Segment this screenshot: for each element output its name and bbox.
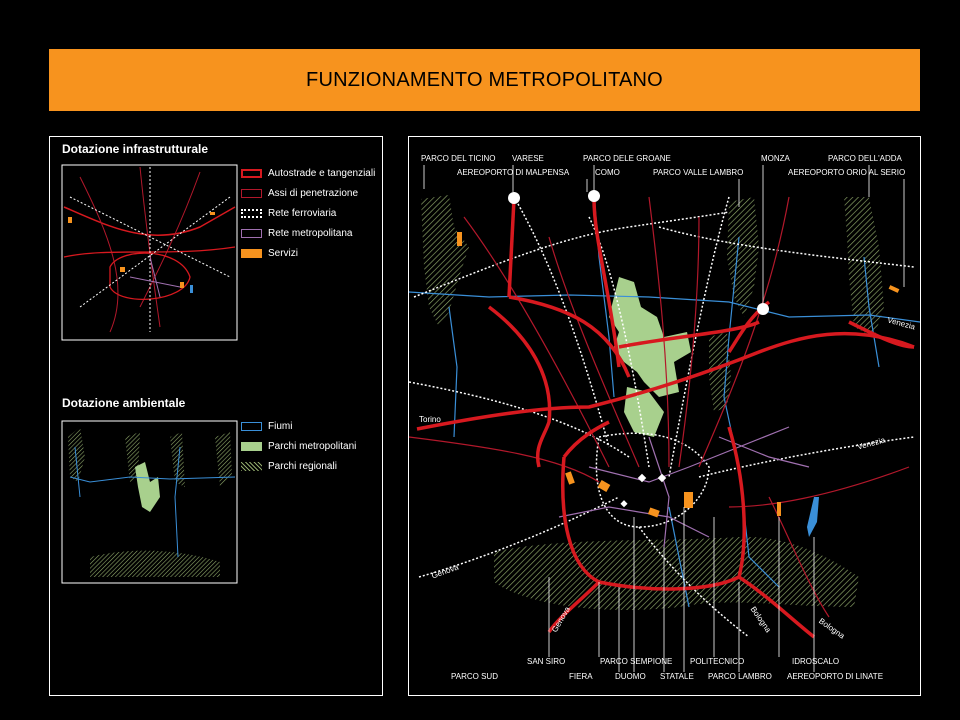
metro-parks bbox=[609, 277, 691, 437]
label-parco-lambro: PARCO LAMBRO bbox=[708, 672, 772, 681]
title-bar: FUNZIONAMENTO METROPOLITANO bbox=[49, 49, 920, 111]
legend-rail: Rete ferroviaria bbox=[241, 208, 336, 219]
metro-lines bbox=[558, 426, 810, 548]
label-parco-sempione: PARCO SEMPIONE bbox=[600, 657, 673, 666]
right-panel: PARCO DEL TICINO VARESE AEREOPORTO DI MA… bbox=[408, 136, 921, 696]
label-adda: PARCO DELL'ADDA bbox=[828, 154, 902, 163]
label-orio: AEREOPORTO ORIO AL SERIO bbox=[788, 168, 906, 177]
legend-radials: Assi di penetrazione bbox=[241, 188, 358, 199]
leader-lines bbox=[423, 165, 905, 672]
metro-map bbox=[409, 165, 920, 672]
rail-swatch bbox=[241, 209, 262, 218]
label-monza: MONZA bbox=[761, 154, 790, 163]
label-idroscalo: IDROSCALO bbox=[792, 657, 840, 666]
metro-swatch bbox=[241, 229, 262, 238]
services bbox=[457, 232, 900, 537]
label-san-siro: SAN SIRO bbox=[527, 657, 566, 666]
infra-mini-roads bbox=[63, 166, 236, 333]
left-panel: Dotazione infrastrutturale bbox=[49, 136, 383, 696]
label-duomo: DUOMO bbox=[615, 672, 646, 681]
env-title: Dotazione ambientale bbox=[62, 396, 186, 410]
label-statale: STATALE bbox=[660, 672, 694, 681]
label-politecnico: POLITECNICO bbox=[690, 657, 745, 666]
env-mini-map bbox=[68, 427, 236, 577]
legend-highways: Autostrade e tangenziali bbox=[241, 168, 375, 179]
label-varese: VARESE bbox=[512, 154, 544, 163]
legend-metro-parks: Parchi metropolitani bbox=[241, 441, 356, 452]
radial-swatch bbox=[241, 189, 262, 198]
label-como: COMO bbox=[595, 168, 620, 177]
highways bbox=[416, 198, 915, 639]
services-swatch bbox=[241, 249, 262, 258]
label-linate: AEREOPORTO DI LINATE bbox=[787, 672, 884, 681]
legend-rivers: Fiumi bbox=[241, 421, 292, 432]
highway-swatch bbox=[241, 169, 262, 178]
legend-metro: Rete metropolitana bbox=[241, 228, 353, 239]
label-valle-lambro: PARCO VALLE LAMBRO bbox=[653, 168, 744, 177]
infra-title: Dotazione infrastrutturale bbox=[62, 142, 209, 156]
regional-park-swatch bbox=[241, 462, 262, 471]
label-parco-sud: PARCO SUD bbox=[451, 672, 498, 681]
metro-park-swatch bbox=[241, 442, 262, 451]
label-torino: Torino bbox=[419, 415, 441, 424]
legend-regional-parks: Parchi regionali bbox=[241, 461, 337, 472]
label-groane: PARCO DELE GROANE bbox=[583, 154, 671, 163]
legend-services: Servizi bbox=[241, 248, 298, 259]
label-parco-ticino: PARCO DEL TICINO bbox=[421, 154, 496, 163]
radial-axes bbox=[409, 196, 910, 618]
stations bbox=[508, 190, 769, 508]
river-swatch bbox=[241, 422, 262, 431]
infra-mini-map bbox=[61, 164, 238, 584]
label-fiera: FIERA bbox=[569, 672, 593, 681]
page-title: FUNZIONAMENTO METROPOLITANO bbox=[306, 68, 663, 91]
label-malpensa: AEREOPORTO DI MALPENSA bbox=[457, 168, 570, 177]
